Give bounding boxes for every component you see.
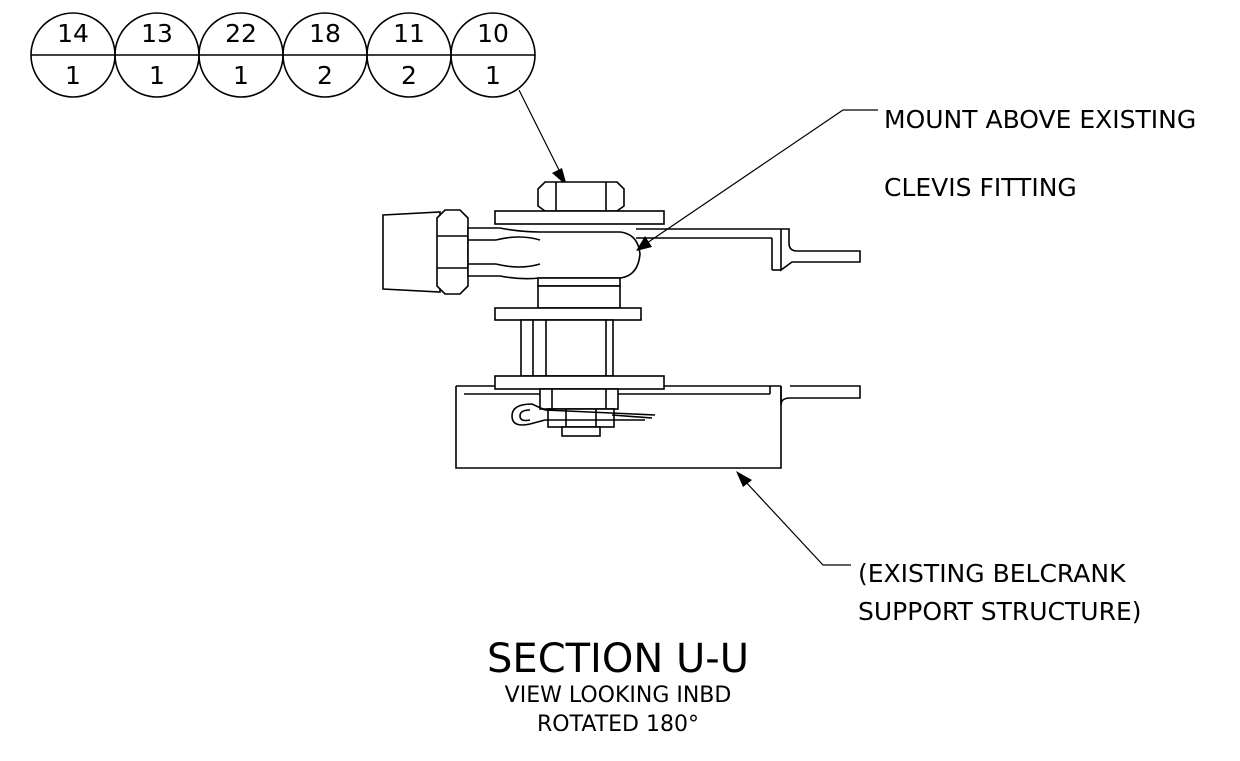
- support-note-arrowhead: [736, 471, 752, 487]
- bottom-washer: [494, 375, 665, 390]
- balloon-item-11: 11 2: [366, 12, 452, 98]
- mount-note-line1: MOUNT ABOVE EXISTING: [884, 105, 1196, 134]
- balloon-qty: 1: [65, 61, 81, 90]
- rod-end-assembly: [382, 209, 641, 295]
- support-note: (EXISTING BELCRANK SUPPORT STRUCTURE): [736, 471, 1142, 626]
- balloon-qty: 2: [317, 61, 333, 90]
- balloon-item-number: 13: [141, 19, 173, 48]
- balloon-item-number: 22: [225, 19, 257, 48]
- top-washer: [494, 210, 665, 225]
- balloon-item-number: 10: [477, 19, 509, 48]
- balloon-item-14: 14 1: [30, 12, 116, 98]
- balloon-item-22: 22 1: [198, 12, 284, 98]
- balloon-item-10: 10 1: [450, 12, 536, 98]
- balloon-qty: 1: [233, 61, 249, 90]
- balloon-item-18: 18 2: [282, 12, 368, 98]
- mount-note-leader-line: [643, 109, 878, 246]
- balloon-item-number: 11: [393, 19, 425, 48]
- section-title: SECTION U-U: [487, 636, 749, 682]
- mount-note-line2: CLEVIS FITTING: [884, 173, 1077, 202]
- castle-nut: [539, 388, 619, 437]
- section-title-block: SECTION U-U VIEW LOOKING INBD ROTATED 18…: [487, 636, 749, 737]
- cotter-pin: [511, 403, 656, 426]
- support-note-leader-line: [743, 479, 851, 566]
- balloon-item-number: 14: [57, 19, 89, 48]
- bolt-head: [537, 181, 625, 212]
- spacer-stack: [494, 277, 665, 390]
- mount-note: MOUNT ABOVE EXISTING CLEVIS FITTING: [636, 105, 1196, 251]
- support-structure: [455, 385, 861, 469]
- balloon-qty: 1: [485, 61, 501, 90]
- balloon-item-13: 13 1: [114, 12, 200, 98]
- support-note-line2: SUPPORT STRUCTURE): [858, 597, 1142, 626]
- balloon-item-number: 18: [309, 19, 341, 48]
- middle-washer: [494, 307, 642, 321]
- balloon-stack: 14 1 13 1 22 1 18 2 11 2: [30, 12, 567, 186]
- clevis-fitting-arm: [636, 228, 861, 272]
- mount-note-arrowhead: [636, 236, 652, 251]
- balloon-qty: 2: [401, 61, 417, 90]
- section-view-note: VIEW LOOKING INBD: [505, 683, 732, 708]
- section-rotation-note: ROTATED 180°: [537, 712, 699, 737]
- support-note-line1: (EXISTING BELCRANK: [858, 559, 1126, 588]
- balloon-leader-line: [518, 89, 564, 179]
- balloon-qty: 1: [149, 61, 165, 90]
